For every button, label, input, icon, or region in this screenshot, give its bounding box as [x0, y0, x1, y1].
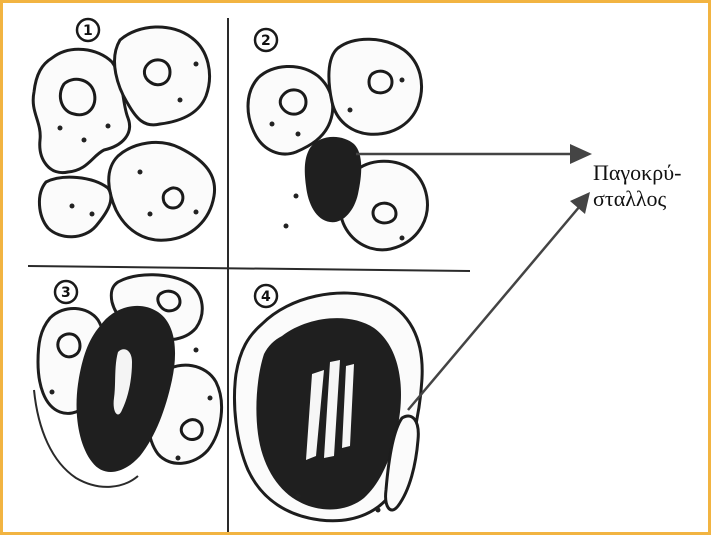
stage-4-panel: 4 [235, 285, 423, 521]
stage-1-cell-lower-left [39, 177, 110, 237]
horizontal-divider [28, 266, 470, 271]
stage-1-nucleus-left [60, 79, 95, 114]
arrow-head-stage-4 [570, 192, 590, 214]
stage-1-number: 1 [83, 23, 93, 39]
stage-2-nucleus-right [369, 71, 392, 93]
stage-3-nucleus-top [158, 291, 180, 311]
stage-1-cell-bottom [109, 142, 215, 240]
stage-4-number: 4 [261, 289, 271, 305]
ice-crystal-label: Παγοκρύ- σταλλος [593, 160, 709, 212]
stage-2-panel: 2 [248, 29, 427, 250]
stage-1-nucleus-right [144, 60, 170, 85]
stage-3-nucleus-right [181, 420, 202, 440]
stage-3-number: 3 [61, 285, 71, 301]
stage-3-nucleus-left [58, 334, 80, 357]
stage-1-panel: 1 [33, 19, 214, 240]
ice-crystal-label-line2: σταλλος [593, 186, 709, 212]
arrow-head-stage-2 [570, 144, 592, 164]
stage-2-nucleus-left [280, 90, 306, 114]
stage-3-panel: 3 [34, 275, 222, 487]
arrow-to-stage-4 [408, 206, 580, 410]
ice-crystal-label-line1: Παγοκρύ- [593, 160, 709, 186]
stage-4-crystal-striations [306, 360, 354, 460]
stage-2-nucleus-bottom [373, 203, 396, 223]
stage-1-nucleus-bottom [163, 188, 183, 208]
stage-2-number: 2 [261, 33, 271, 49]
